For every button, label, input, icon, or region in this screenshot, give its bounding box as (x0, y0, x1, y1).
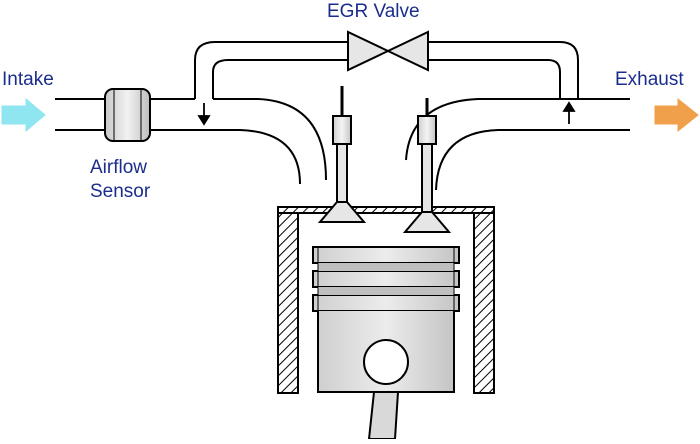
intake-manifold (55, 98, 327, 185)
cylinder-head (277, 206, 495, 394)
exhaust-manifold (405, 98, 630, 191)
intake-arrow-icon (1, 97, 46, 133)
connecting-rod (367, 391, 400, 440)
egr-valve-label: EGR Valve (327, 1, 420, 22)
airflow-sensor-icon (104, 88, 151, 142)
intake-valve (317, 86, 367, 223)
intake-label: Intake (2, 69, 54, 90)
airflow-sensor-label-line1: Airflow (90, 157, 148, 178)
exhaust-label: Exhaust (615, 69, 684, 90)
exhaust-arrow-icon (654, 97, 699, 133)
egr-outflow-arrow-icon (562, 101, 576, 124)
exhaust-valve (402, 98, 452, 233)
airflow-sensor-label-line2: Sensor (90, 181, 151, 202)
piston (312, 246, 460, 393)
egr-inflow-arrow-icon (197, 103, 211, 126)
egr-valve-icon (347, 30, 429, 72)
egr-pipe (194, 41, 579, 99)
